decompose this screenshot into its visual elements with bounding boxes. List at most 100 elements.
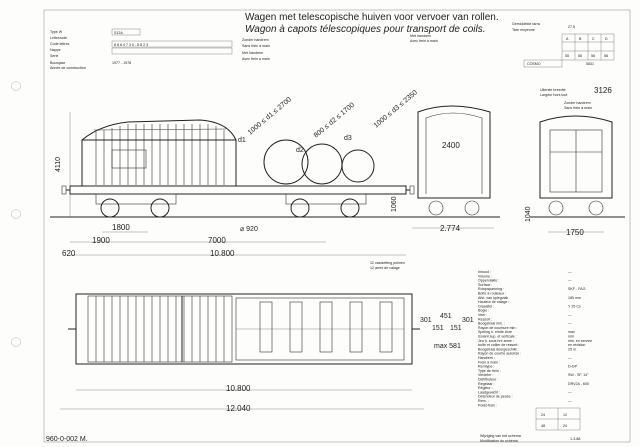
type-code-box [111,28,141,36]
drawing-number: 960-0-002 M. [46,436,88,443]
spec-value: Y 25 Cs [568,304,581,308]
header-center-label: Zonder handrem [242,38,269,42]
bogie-left [95,193,177,218]
spec-label: Inhoud : [478,270,491,274]
spec-label: Poids-frein : [478,403,497,407]
spec-value: en révision [568,343,585,347]
coil-d3 [341,149,375,183]
title-nl: Wagen met telescopische huiven voor verv… [245,12,499,23]
dim-wheel: ⌀ 920 [240,226,258,233]
brake-box-b: 12 [563,413,567,417]
change-date: 1-3-88 [570,437,580,441]
tare-col: A [566,37,569,41]
spec-value: — [568,313,572,317]
header-right: Gemiddelde tarra Tare moyenne 27,5 A B C… [512,22,615,68]
spec-label: Rolopspanning : [478,287,504,291]
tare-val: 58 [578,54,582,58]
spec-label: Boogstraal min. : [478,322,505,326]
label-d1: d1 [238,137,246,144]
spec-value: D-GP [568,365,578,369]
numbers-row: 8 8 8 4 7 3 0 - 8 8 2 3 [114,43,148,47]
spec-value: — [568,270,572,274]
dim-height-1060: 1060 [391,196,398,212]
spec-table: Inhoud :—Volume :Oppervlakte :—Surface :… [478,270,592,407]
header-center-label: Sans frein à main [242,44,270,48]
spec-label: Volume : [478,274,492,278]
tare-val: 55 [565,54,569,58]
numbers-box [111,40,233,48]
end-view-hood: 2400 2.774 [410,105,500,233]
header-center-label-r: Met handrem [410,34,431,38]
dim-10800: 10.800 [210,249,235,258]
tare-col: D [605,37,608,41]
end-view-frame: Uiterste breedte Largeur hors tout 3126 … [525,86,625,237]
dim-plan-10800: 10.800 [226,384,251,393]
spec-value: — [568,356,572,360]
type-code: S12A [114,31,123,35]
spec-label: Regelaar : [478,382,495,386]
dim-3126: 3126 [594,86,612,95]
code-value: 5831 [586,62,594,66]
spec-label: Distributeur : [478,378,498,382]
spec-label: Détendeur de pesée : [478,395,513,399]
tare-val: 58 [604,54,608,58]
spec-label: Jeu h. sous hre arme : [478,339,514,343]
dim-plan-max581: max 581 [434,343,461,350]
change-label-fr: Modification du schéma [480,439,518,443]
coils-note-fr: 12 arres de calage [370,266,400,270]
spec-value: DRV2A - 600 [568,382,589,386]
spec-value: — [568,322,572,326]
spec-label: Verdeler : [478,373,493,377]
spec-label: Laadgewicht : [478,390,500,394]
spec-value: SKF - FAG [568,287,586,291]
binder-hole [11,209,21,219]
dim-d3-range: 1000 ≤ d3 ≤ 2350 [373,89,419,129]
header-center-label: Avec frein à main [242,57,270,61]
gauge-label-fr: Largeur hors tout [540,93,567,97]
spec-label: Frein à main : [478,360,500,364]
dim-2400: 2400 [442,141,460,150]
dim-d1-range: 1000 ≤ d1 ≤ 2700 [247,96,293,136]
spec-label: Isolant sup. et verticale : [478,335,517,339]
spec-label: boîte et collier de ressort : [478,343,519,347]
code-box [523,59,563,68]
plan-view: 301 151 451 151 301 max 581 10.800 12.04… [60,293,474,413]
header-left: Type W Letterzode Code lettres Nappe Ser… [50,28,233,70]
dim-plan-151a: 151 [432,325,444,332]
numbers-box-2 [111,47,233,55]
label-d2: d2 [296,147,304,154]
right-label-nl: Zonder handrem [564,101,591,105]
brake-box-c: 48 [541,424,545,428]
bogie-right [285,193,367,218]
hood-ribs [95,124,225,185]
spec-value: 185 mm [568,296,581,300]
tare-col: B [579,37,582,41]
header-label: Nappe [50,48,61,52]
label-d3: d3 [344,135,352,142]
gauge-label-nl: Uiterste breedte [540,88,566,92]
header-label: Letterzode [50,36,67,40]
spec-label: Remtype : [478,365,494,369]
dim-plan-301a: 301 [420,317,432,324]
dim-plan-301b: 301 [462,317,474,324]
spec-label: Rayon de courbure min : [478,326,517,330]
dim-height-4110: 4110 [55,157,62,172]
spec-value: min. en service [568,339,592,343]
header-center: Zonder handrem Sans frein à main Met han… [242,34,438,61]
binder-hole [11,337,21,347]
right-label-fr: Sans frein à main [564,106,592,110]
spec-value: — [568,279,572,283]
chassis-frame [69,185,407,195]
dim-620: 620 [62,249,76,258]
spec-label: Rem. : [478,399,489,403]
tare-label-fr: Tare moyenne [512,28,535,32]
spec-value: SW - SF. 14" [568,373,589,377]
spec-label: Bogie : [478,309,489,313]
side-elevation: 4110 1060 1800 1900 7000 10.800 620 ⌀ 92… [50,89,420,258]
spec-value: max [568,330,575,334]
spec-value: — [568,390,572,394]
binder-hole [11,81,21,91]
build-years: 1977 - 1978 [112,61,131,65]
dim-plan-451: 451 [440,313,452,320]
